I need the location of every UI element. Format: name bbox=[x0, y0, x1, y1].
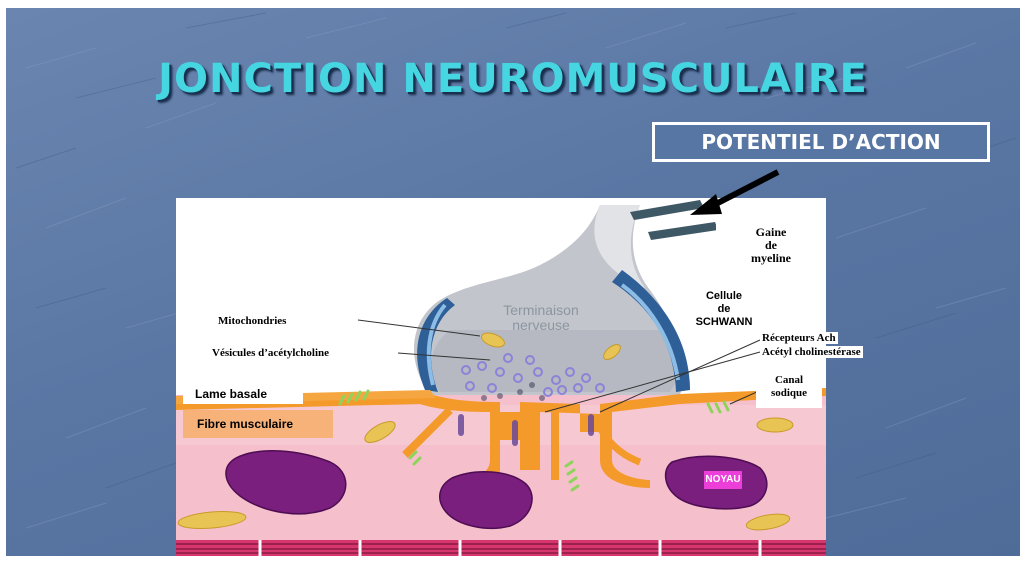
label-gaine-myeline: Gaine de myeline bbox=[716, 222, 826, 266]
label-canal-sodique: Canal sodique bbox=[756, 370, 822, 408]
label-recepteurs: Récepteurs Ach bbox=[760, 332, 838, 344]
label-schwann: Cellule de SCHWANN bbox=[688, 286, 760, 332]
label-gaine-line3: myeline bbox=[716, 252, 826, 265]
label-terminaison-line1: Terminaison bbox=[486, 303, 596, 318]
label-vesicules: Vésicules d’acétylcholine bbox=[212, 347, 329, 359]
label-schwann-line3: SCHWANN bbox=[688, 316, 760, 329]
label-schwann-line1: Cellule bbox=[688, 290, 760, 303]
label-canal-line2: sodique bbox=[756, 387, 822, 400]
label-terminaison-line2: nerveuse bbox=[486, 318, 596, 333]
label-mitochondries: Mitochondries bbox=[218, 315, 286, 327]
label-noyau: NOYAU bbox=[704, 471, 742, 489]
label-terminaison: Terminaison nerveuse bbox=[486, 303, 596, 333]
label-lame-basale: Lame basale bbox=[183, 384, 303, 404]
label-cholinesterase: Acétyl cholinestérase bbox=[760, 346, 863, 358]
label-canal-line1: Canal bbox=[756, 374, 822, 387]
label-schwann-line2: de bbox=[688, 303, 760, 316]
label-fibre-musculaire: Fibre musculaire bbox=[183, 410, 333, 438]
